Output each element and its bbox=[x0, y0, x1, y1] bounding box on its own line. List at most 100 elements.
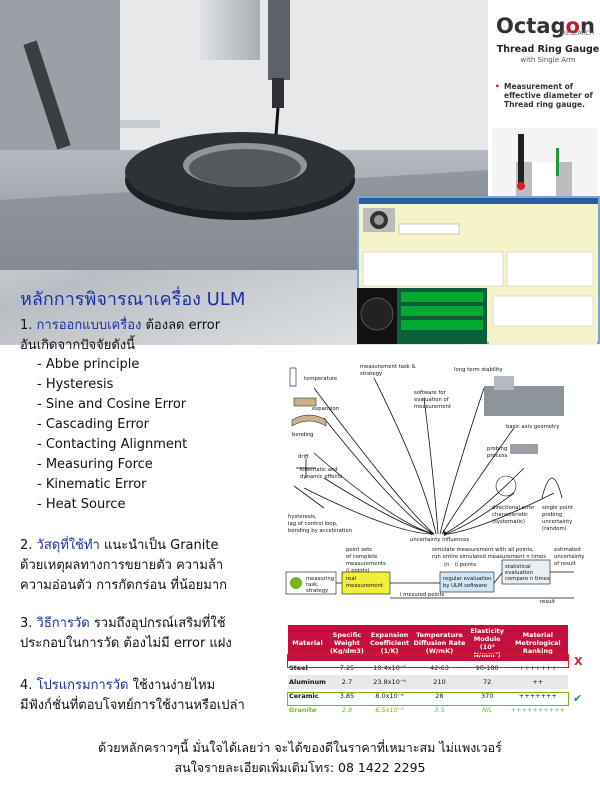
table-cell: 2.7 bbox=[326, 675, 367, 689]
label-temperature: temperature bbox=[304, 376, 337, 382]
section-heading: วิธีการวัด bbox=[36, 616, 90, 631]
granite-highlight bbox=[287, 692, 569, 706]
label-uncertainty-influences: uncertainty influences bbox=[410, 537, 469, 543]
list-item: - Measuring Force bbox=[37, 457, 153, 472]
label-hysteresis-3: bending by acceleration bbox=[288, 528, 352, 534]
label-directional-1: directional error bbox=[492, 505, 535, 511]
list-item: - Sine and Cosine Error bbox=[37, 397, 187, 412]
label-kinematic-2: dynamic effects bbox=[300, 474, 342, 480]
list-item: - Contacting Alignment bbox=[37, 437, 188, 452]
label-probing-1: probing bbox=[487, 446, 507, 452]
table-cell: 10.4x10⁻⁶ bbox=[366, 661, 413, 675]
list-item: - Abbe principle bbox=[37, 357, 140, 372]
list-item: - Kinematic Error bbox=[37, 477, 147, 492]
table-cell: +++++++ bbox=[507, 661, 568, 675]
section-text: ใช้งานง่ายไหม bbox=[128, 678, 216, 693]
section-4: 4. โปรแกรมการวัด ใช้งานง่ายไหม มีฟังก์ชั… bbox=[20, 676, 245, 716]
table-header: Expansion Coefficient (1/K) bbox=[366, 625, 413, 661]
brand-logo: Octagon bbox=[496, 14, 595, 38]
table-header: Material Metrological Ranking bbox=[507, 625, 568, 661]
table-header: Elasticity Module (10³ N/mm²) bbox=[466, 625, 508, 661]
section-number: 2. bbox=[20, 538, 33, 553]
label-estimated-1: estimated bbox=[554, 547, 581, 553]
label-measuring-3: strategy bbox=[306, 588, 328, 594]
list-item: - Hysteresis bbox=[37, 377, 114, 392]
section-text: อันเกิดจากปัจจัยดังนี้ bbox=[20, 338, 136, 353]
table-header: Temperature Diffusion Rate (W/mK) bbox=[412, 625, 467, 661]
label-directional-2: characteristic bbox=[492, 512, 528, 518]
label-single-point-1: single point bbox=[542, 505, 573, 511]
label-hysteresis-2: lag of control loop, bbox=[288, 521, 338, 527]
product-title: Thread Ring Gauge bbox=[496, 44, 600, 55]
section-number: 1. bbox=[20, 318, 33, 333]
section-number: 4. bbox=[20, 678, 33, 693]
label-estimated-2: uncertainty bbox=[554, 554, 584, 560]
material-table: Material Specific Weight (Kg/dm3) Expans… bbox=[288, 625, 568, 717]
table-cell: 2.8 bbox=[326, 703, 367, 717]
label-kinematic-1: kinematic and bbox=[300, 467, 338, 473]
table-cell: 72 bbox=[466, 675, 508, 689]
label-long-term: long term stability bbox=[454, 367, 502, 373]
label-measuring-1: measuring bbox=[306, 576, 334, 582]
product-bullet: •Measurement of effective diameter of Th… bbox=[495, 82, 593, 109]
section-2: 2. วัสดุที่ใช้ทำ แนะนำเป็น Granite ด้วยเ… bbox=[20, 536, 227, 596]
label-simulate-1: simulate measurement with all points, bbox=[432, 547, 534, 553]
label-real-2: measurement bbox=[346, 583, 383, 589]
section-heading: โปรแกรมการวัด bbox=[36, 678, 129, 693]
label-hysteresis-1: hysteresis, bbox=[288, 514, 317, 520]
section-3: 3. วิธีการวัด รวมถึงอุปกรณ์เสริมที่ใช้ ป… bbox=[20, 614, 232, 654]
table-cell: NIL bbox=[466, 703, 508, 717]
label-probing-2: process bbox=[487, 453, 508, 459]
section-text: แนะนำเป็น Granite bbox=[99, 538, 219, 553]
table-header: Material bbox=[288, 625, 327, 661]
table-cell: 90-180 bbox=[466, 661, 508, 675]
table-cell: Steel bbox=[288, 661, 327, 675]
software-screenshot bbox=[357, 196, 600, 344]
bullet-icon: • bbox=[495, 82, 500, 91]
gauge-schematic-icon bbox=[492, 128, 597, 196]
section-text: มีฟังก์ชั่นที่ตอบโจทย์การใช้งานหรือเปล่า bbox=[20, 698, 245, 713]
label-measured-points: i mesured points bbox=[400, 592, 445, 598]
label-task-1: measurement task & bbox=[360, 364, 416, 370]
label-single-point-2: probing bbox=[542, 512, 562, 518]
section-text: ประกอบในการวัด ต้องไม่มี error แฝง bbox=[20, 636, 232, 651]
label-single-point-4: (random) bbox=[542, 526, 567, 532]
table-cell: Granite bbox=[288, 703, 327, 717]
label-pointsets-1: point sets bbox=[346, 547, 372, 553]
label-directional-3: (systematic) bbox=[492, 519, 525, 525]
product-subtitle: with Single Arm bbox=[520, 56, 576, 64]
table-row: Aluminum 2.7 23.8x10⁻⁶ 210 72 ++ bbox=[288, 675, 568, 689]
hero-photo: Octagon RESEARCH Thread Ring Gauge with … bbox=[0, 0, 600, 345]
section-1: 1. การออกแบบเครื่อง ต้องลด error อันเกิด… bbox=[20, 316, 220, 356]
section-text: ด้วยเหตุผลทางการขยายตัว ความล้า bbox=[20, 558, 224, 573]
table-cell: 23.8x10⁻⁶ bbox=[366, 675, 413, 689]
factor-list: - Abbe principle - Hysteresis - Sine and… bbox=[37, 355, 187, 515]
label-software-2: evaluation of bbox=[414, 397, 449, 403]
label-n-points: (n · i) points bbox=[444, 562, 476, 568]
uncertainty-diagram: temperature expansion bending drift kine… bbox=[284, 358, 584, 605]
label-regular-1: regular evaluation bbox=[443, 576, 491, 582]
table-cell: 3.5 bbox=[412, 703, 467, 717]
label-estimated-3: of result bbox=[554, 561, 576, 567]
table-cell: 6.5x10⁻⁶ bbox=[366, 703, 413, 717]
label-pointsets-4: (i points) bbox=[346, 568, 370, 574]
label-result: result bbox=[540, 599, 555, 605]
label-simulate-2: run entire simulated measurement n times bbox=[432, 554, 546, 560]
brand-subtext: RESEARCH bbox=[562, 30, 595, 37]
label-real-1: real bbox=[346, 576, 356, 582]
label-regular-2: by ULM software bbox=[443, 583, 487, 589]
section-text: ความอ่อนตัว การกัดกร่อน ที่น้อยมาก bbox=[20, 578, 228, 593]
list-item: - Cascading Error bbox=[37, 417, 149, 432]
label-software-1: software for bbox=[414, 390, 447, 396]
steel-highlight bbox=[287, 654, 569, 668]
table-cell: 210 bbox=[412, 675, 467, 689]
label-basic-axis: basic axis geometry bbox=[506, 424, 559, 430]
cross-icon: X bbox=[574, 655, 583, 668]
label-statistical-1: statistical bbox=[505, 564, 531, 570]
label-statistical-2: evaluation bbox=[505, 570, 533, 576]
table-cell: 7.25 bbox=[326, 661, 367, 675]
table-header: Specific Weight (Kg/dm3) bbox=[326, 625, 367, 661]
label-drift: drift bbox=[298, 454, 309, 460]
check-icon: ✔ bbox=[573, 692, 583, 705]
list-item: - Heat Source bbox=[37, 497, 126, 512]
